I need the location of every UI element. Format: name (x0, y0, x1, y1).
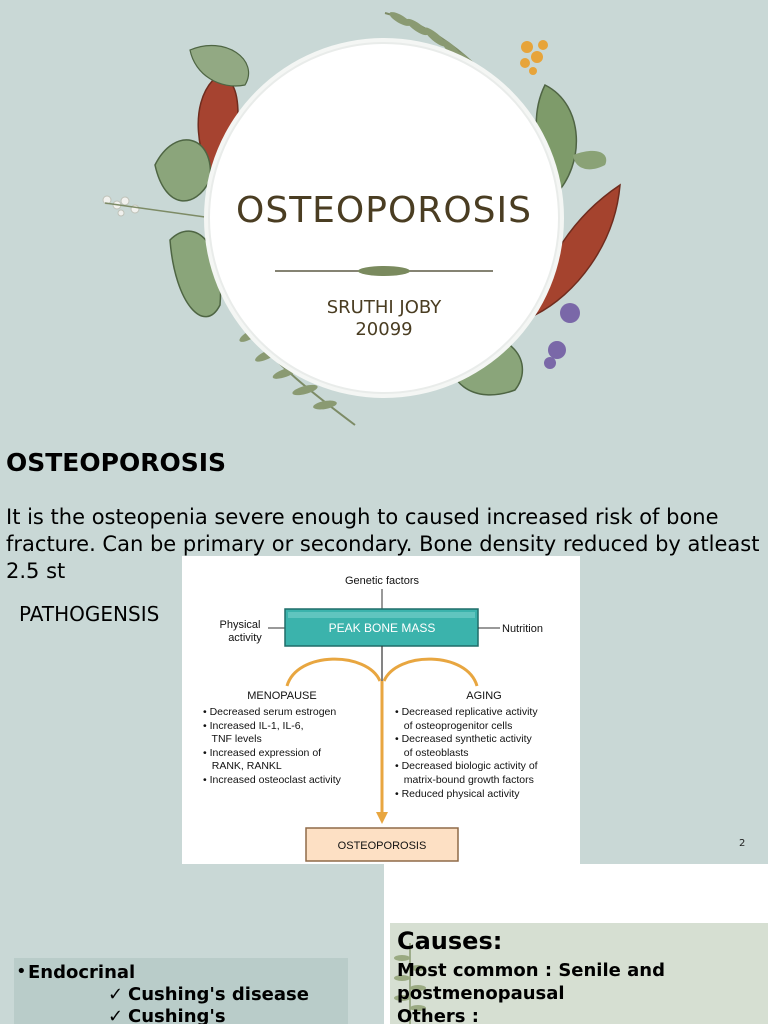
causes-box: Causes: Most common : Senile and postmen… (390, 923, 768, 1024)
title-circle (208, 42, 560, 394)
page-number: 2 (739, 838, 746, 849)
menopause-item: • Increased IL-1, IL-6, (203, 720, 304, 732)
fern-decoration-icon (394, 943, 426, 1024)
menopause-list: • Decreased serum estrogen • Increased I… (203, 706, 342, 786)
osteoporosis-result-label: OSTEOPOROSIS (338, 840, 427, 852)
menopause-item: RANK, RANKL (203, 760, 282, 772)
menopause-item: • Increased osteoclast activity (203, 774, 342, 786)
nutrition-label: Nutrition (502, 623, 543, 635)
aging-item: • Decreased synthetic activity (395, 733, 532, 745)
leaf-divider (275, 266, 493, 276)
pathogenesis-diagram: Genetic factors Physical activity PEAK B… (182, 556, 580, 864)
check-item: ✓Cushing's disease (108, 984, 309, 1005)
author-block: SRUTHI JOBY 20099 (208, 297, 560, 341)
author-id: 20099 (355, 319, 413, 340)
aging-item: of osteoprogenitor cells (395, 720, 512, 732)
causes-line: Most common : Senile and (397, 960, 665, 981)
peak-bone-mass-label: PEAK BONE MASS (329, 621, 436, 635)
author-name: SRUTHI JOBY (326, 297, 442, 318)
presentation-title: OSTEOPOROSIS (236, 190, 532, 231)
causes-line: Others : (397, 1006, 479, 1024)
checkmark-icon: ✓ (108, 1006, 124, 1024)
aging-item: • Decreased replicative activity (395, 706, 538, 718)
causes-text: Most common : Senile and postmenopausal … (397, 959, 757, 1024)
title-slide: OSTEOPOROSIS SRUTHI JOBY 20099 (0, 0, 768, 432)
check-item: ✓Cushing's (108, 1006, 226, 1024)
check-item-label: Cushing's disease (128, 984, 309, 1005)
physical-label-1: Physical (220, 619, 261, 631)
aging-list: • Decreased replicative activity of oste… (395, 706, 538, 800)
endocrinal-box (14, 958, 348, 1024)
menopause-item: • Decreased serum estrogen (203, 706, 336, 718)
physical-label-2: activity (228, 632, 262, 644)
pathogenesis-label: PATHOGENSIS (19, 602, 160, 626)
causes-title: Causes: (397, 927, 503, 955)
osteoporosis-result-box (305, 827, 459, 862)
slide-heading: OSTEOPOROSIS (6, 448, 227, 477)
aging-item: matrix-bound growth factors (395, 774, 534, 786)
endocrinal-heading: Endocrinal (28, 962, 136, 983)
causes-line: postmenopausal (397, 983, 565, 1004)
definition-slide: OSTEOPOROSIS It is the osteopenia severe… (0, 432, 768, 864)
aging-item: • Reduced physical activity (395, 788, 520, 800)
aging-item: • Decreased biologic activity of (395, 760, 538, 772)
check-item-label: Cushing's (128, 1006, 226, 1024)
aging-heading: AGING (466, 690, 501, 702)
definition-paragraph: It is the osteopenia severe enough to ca… (6, 505, 760, 583)
genetic-factors-label: Genetic factors (345, 575, 419, 587)
bullet-icon: • (16, 961, 27, 982)
menopause-item: • Increased expression of (203, 747, 321, 759)
menopause-heading: MENOPAUSE (247, 690, 316, 702)
checkmark-icon: ✓ (108, 984, 124, 1005)
aging-item: of osteoblasts (395, 747, 469, 759)
menopause-item: TNF levels (203, 733, 262, 745)
causes-slide: Causes: Most common : Senile and postmen… (0, 864, 768, 1024)
